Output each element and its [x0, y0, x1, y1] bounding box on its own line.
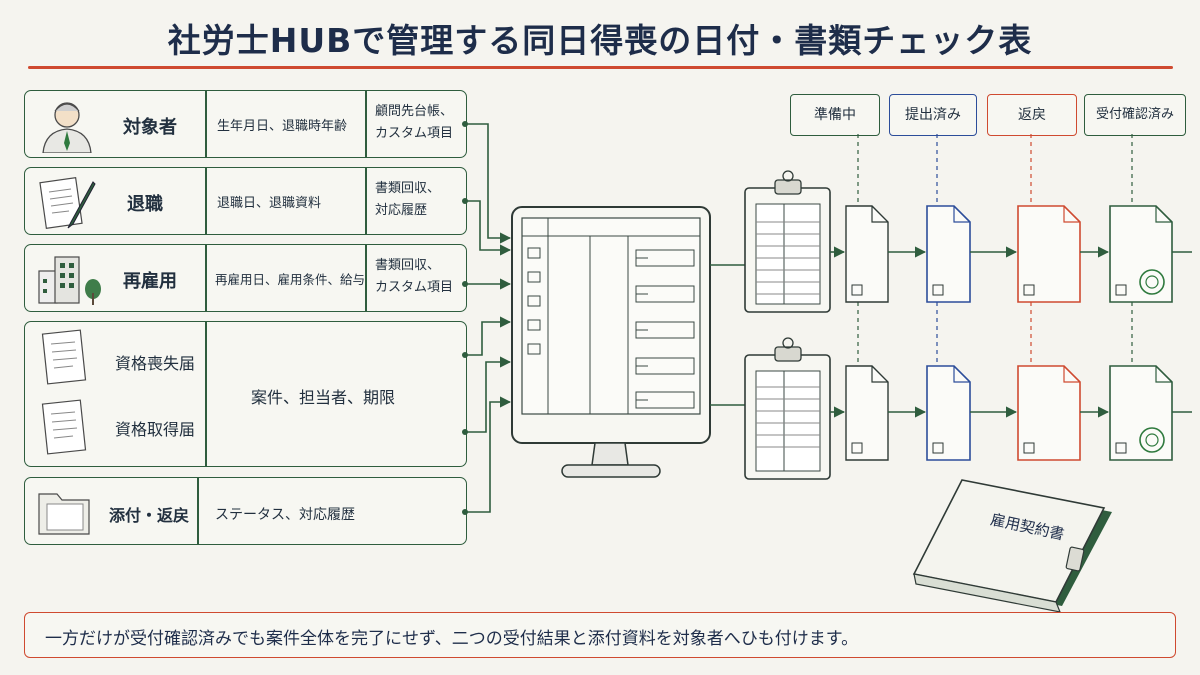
status-preparing: 準備中	[790, 94, 880, 136]
records-line-2: 対応履歴	[375, 203, 428, 218]
doc-flow-bottom	[845, 365, 1173, 461]
row-label-rehire: 再雇用	[123, 271, 177, 292]
status-submitted: 提出済み	[889, 94, 977, 136]
records-line-1: 書類回収、	[375, 181, 441, 196]
divider	[205, 322, 207, 466]
footer-text: 一方だけが受付確認済みでも案件全体を完了にせず、二つの受付結果と添付資料を対象者…	[45, 629, 859, 649]
row-label-gain: 資格取得届	[115, 420, 196, 439]
records-line-1: 書類回収、	[375, 258, 441, 273]
row-subject: 対象者 生年月日、退職時年齢 顧問先台帳、 カスタム項目	[24, 90, 467, 158]
row-fields-attach: ステータス、対応履歴	[215, 507, 355, 523]
row-label-attach: 添付・返戻	[109, 506, 190, 525]
row-label-subject: 対象者	[123, 117, 177, 138]
row-records-rehire: 書類回収、 カスタム項目	[375, 255, 453, 299]
row-connectors	[465, 123, 512, 513]
row-fields-rehire: 再雇用日、雇用条件、給与	[215, 272, 366, 287]
status-accepted: 受付確認済み	[1084, 94, 1186, 136]
divider	[205, 168, 207, 234]
row-rehire: 再雇用 再雇用日、雇用条件、給与 書類回収、 カスタム項目	[24, 244, 467, 312]
clipboard-icon	[744, 337, 831, 480]
doc-flow-top	[845, 205, 1173, 303]
divider	[205, 91, 207, 157]
row-label-loss: 資格喪失届	[115, 354, 196, 373]
divider	[365, 245, 367, 311]
title-underline	[28, 66, 1173, 69]
row-records-retire: 書類回収、 対応履歴	[375, 178, 440, 222]
divider	[205, 245, 207, 311]
row-label-retire: 退職	[127, 194, 163, 215]
document-icon	[41, 329, 87, 385]
folder-icon	[38, 493, 90, 535]
document-icon	[41, 399, 87, 455]
row-fields-subject: 生年月日、退職時年齢	[217, 119, 348, 134]
row-forms: 資格喪失届 資格取得届 案件、担当者、期限	[24, 321, 467, 467]
binder-icon	[912, 479, 1112, 613]
document-pen-icon	[39, 177, 96, 229]
row-fields-retire: 退職日、退職資料	[217, 196, 322, 211]
status-returned: 返戻	[987, 94, 1077, 136]
person-icon	[42, 102, 92, 153]
records-line-2: カスタム項目	[375, 280, 454, 295]
row-fields-forms: 案件、担当者、期限	[251, 388, 396, 407]
status-guides	[857, 134, 1133, 364]
row-attach: 添付・返戻 ステータス、対応履歴	[24, 477, 467, 545]
doc-arrows	[830, 246, 1192, 418]
records-line-2: カスタム項目	[375, 126, 454, 141]
row-records-subject: 顧問先台帳、 カスタム項目	[375, 101, 453, 145]
building-icon	[38, 256, 101, 305]
clipboard-icon	[744, 170, 831, 313]
monitor-icon	[511, 206, 711, 478]
page-title: 社労士HUBで管理する同日得喪の日付・書類チェック表	[167, 21, 1033, 60]
divider	[197, 478, 199, 544]
footer-note: 一方だけが受付確認済みでも案件全体を完了にせず、二つの受付結果と添付資料を対象者…	[24, 612, 1176, 658]
row-retire: 退職 退職日、退職資料 書類回収、 対応履歴	[24, 167, 467, 235]
records-line-1: 顧問先台帳、	[375, 104, 454, 119]
divider	[365, 168, 367, 234]
divider	[365, 91, 367, 157]
